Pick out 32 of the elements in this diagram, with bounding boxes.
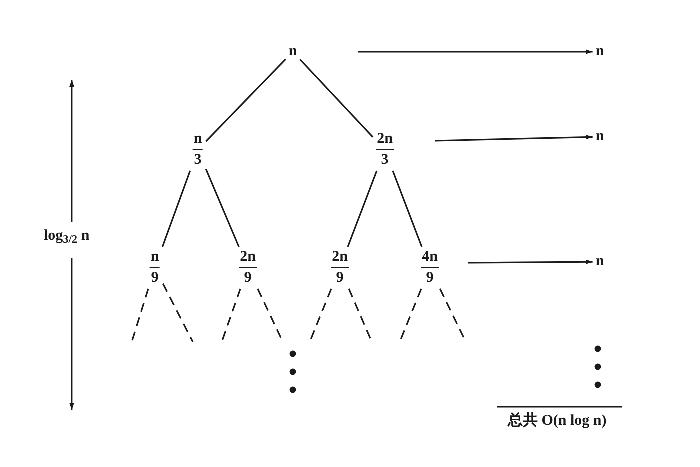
term-label: n bbox=[288, 44, 298, 60]
fraction-numerator: n bbox=[150, 250, 160, 268]
arrow bbox=[434, 134, 593, 142]
fraction-numerator: 4n bbox=[421, 250, 439, 268]
fraction-numerator: n bbox=[192, 132, 204, 150]
tree-branch-line bbox=[206, 58, 286, 142]
fraction-numerator: 2n bbox=[376, 132, 394, 150]
dashed-branch-line bbox=[131, 288, 150, 342]
term-label: n bbox=[596, 130, 604, 144]
fraction-denominator: 9 bbox=[151, 269, 159, 286]
dashed-branch-line bbox=[309, 288, 332, 342]
fraction-numerator: 2n bbox=[239, 250, 257, 268]
fraction-numerator: 2n bbox=[331, 250, 349, 268]
arrow bbox=[468, 260, 593, 265]
tree-branch-line bbox=[392, 170, 423, 248]
dashed-branch-line bbox=[399, 288, 422, 342]
term-label: n bbox=[596, 254, 604, 270]
term-label: n bbox=[596, 44, 604, 60]
total-label: 总共 O(n log n) bbox=[508, 414, 607, 429]
arrow bbox=[358, 50, 593, 54]
fraction-denominator: 9 bbox=[426, 269, 434, 286]
tree-branch-line bbox=[162, 170, 192, 248]
fraction-denominator: 9 bbox=[336, 269, 344, 286]
fraction-denominator: 9 bbox=[244, 269, 252, 286]
tree-branch-line bbox=[347, 170, 378, 248]
fraction-denominator: 3 bbox=[381, 151, 389, 168]
dashed-branch-line bbox=[221, 288, 242, 342]
dashed-branch-line bbox=[162, 284, 194, 342]
tree-branch-line bbox=[300, 59, 374, 138]
height-label: log$_{3/2}$ n bbox=[44, 229, 90, 244]
tree-branch-line bbox=[205, 168, 240, 248]
fraction-denominator: 3 bbox=[194, 151, 202, 168]
